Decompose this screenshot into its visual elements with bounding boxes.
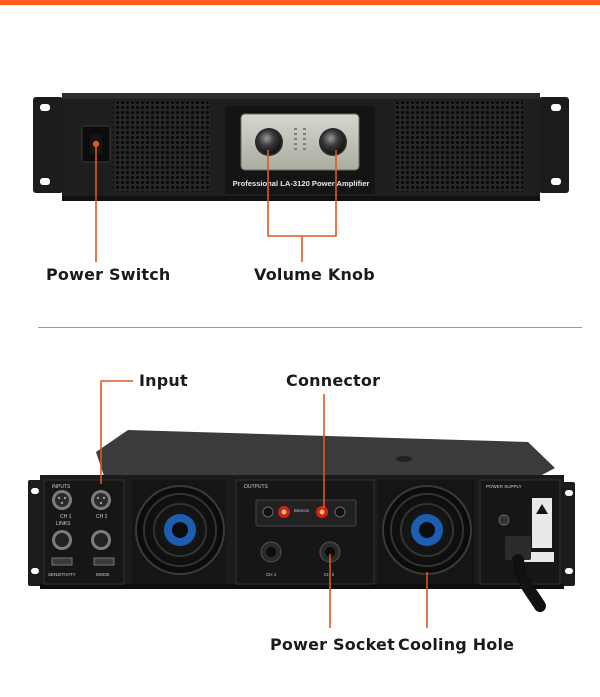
binding-post-ch2-red[interactable] <box>316 506 328 518</box>
sensitivity-label: SENSITIVITY <box>48 572 76 577</box>
binding-post-ch2-black[interactable] <box>334 506 346 518</box>
front-rack-ear-right <box>539 97 569 193</box>
level-meter <box>294 128 306 150</box>
inputs-module: INPUTS CH 1 CH 2 LINKS SENSITIVITY M <box>43 479 125 585</box>
model-text: Professional LA-3120 Power Amplifier <box>233 179 370 188</box>
rear-rack-ear-left <box>28 480 42 586</box>
volume-knob-label: Volume Knob <box>254 265 375 284</box>
input-ch1-label: CH 1 <box>60 514 72 520</box>
input-callout <box>100 380 133 484</box>
mode-switch[interactable] <box>93 557 115 566</box>
power-switch-callout <box>92 140 100 262</box>
volume-knob-right[interactable] <box>319 128 347 156</box>
binding-post-ch1-red[interactable] <box>278 506 290 518</box>
volume-knob-callout <box>267 150 337 262</box>
xlr-input-ch1[interactable] <box>52 490 72 510</box>
control-panel: Professional LA-3120 Power Amplifier <box>225 106 375 194</box>
xlr-input-ch2[interactable] <box>91 490 111 510</box>
sensitivity-switch[interactable] <box>51 557 73 566</box>
power-switch-label: Power Switch <box>46 265 171 284</box>
front-rack-ear-left <box>33 97 63 193</box>
front-vent-right <box>395 102 523 192</box>
rear-rack-ear-right <box>562 482 575 586</box>
xlr-link-ch2[interactable] <box>91 530 111 550</box>
output-ch1-label: CH 1 <box>266 572 277 577</box>
input-ch2-label: CH 2 <box>96 514 108 520</box>
front-vent-left <box>113 102 210 192</box>
outputs-heading: OUTPUTS <box>244 484 269 490</box>
power-cord <box>505 536 546 612</box>
xlr-link-ch1[interactable] <box>52 530 72 550</box>
bridge-label: BRIDGE <box>294 508 310 513</box>
section-divider <box>38 327 582 328</box>
cooling-fan-right <box>378 480 474 584</box>
links-heading: LINKS <box>56 521 71 527</box>
power-supply-module: POWER SUPPLY <box>479 479 561 612</box>
rear-top-cover <box>96 430 555 476</box>
outputs-module: OUTPUTS BRIDGE CH 1 CH 2 <box>235 479 375 585</box>
top-accent-bar <box>0 0 600 5</box>
power-socket-label: Power Socket <box>270 635 395 654</box>
speakon-socket-ch1[interactable] <box>260 541 282 563</box>
mode-label: MODE <box>96 572 110 577</box>
volume-knob-left[interactable] <box>255 128 283 156</box>
cooling-hole-label: Cooling Hole <box>398 635 515 654</box>
power-supply-heading: POWER SUPPLY <box>486 484 522 489</box>
input-label: Input <box>139 371 188 390</box>
binding-post-ch1-black[interactable] <box>262 506 274 518</box>
inputs-heading: INPUTS <box>52 484 71 490</box>
connector-label: Connector <box>286 371 381 390</box>
cooling-fan-left <box>132 480 226 584</box>
